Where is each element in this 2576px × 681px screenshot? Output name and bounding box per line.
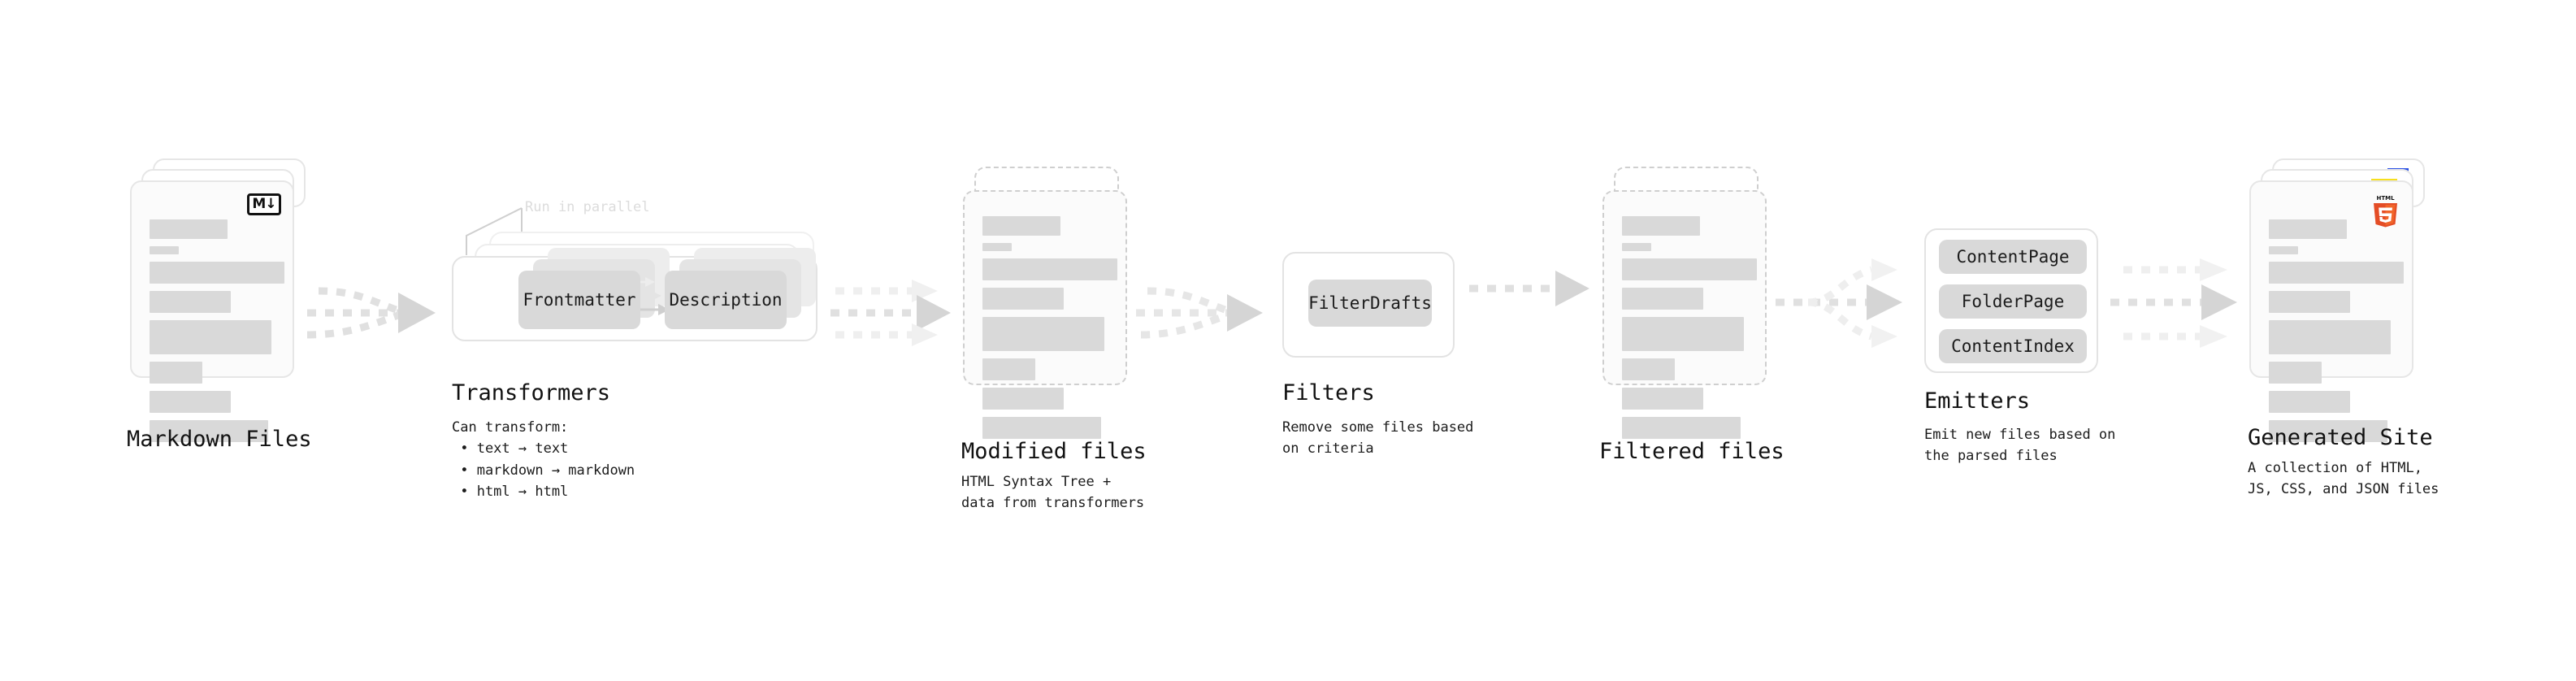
doc-bar: [982, 216, 1060, 236]
connector-transformers-to-modified: [830, 268, 961, 358]
generated-file-body: [2269, 219, 2404, 449]
doc-bar: [982, 288, 1064, 310]
doc-bar: [150, 219, 228, 239]
filters-box: FilterDrafts: [1282, 252, 1455, 358]
doc-bar: [982, 388, 1064, 410]
doc-bar: [150, 291, 231, 313]
doc-bar: [982, 417, 1101, 439]
doc-bar: [982, 243, 1012, 251]
filtered-files-stack: [1602, 167, 1789, 439]
modified-files-stack: [963, 167, 1150, 439]
doc-bar: [982, 358, 1035, 380]
transformer-chip-description[interactable]: Description: [665, 271, 787, 329]
doc-bar: [1622, 288, 1703, 310]
emitters-subcaption: Emit new files based on the parsed files: [1924, 427, 2116, 465]
run-in-parallel-label: Run in parallel: [525, 199, 650, 215]
html5-badge: HTML: [2370, 193, 2400, 228]
filtered-file-front: [1602, 190, 1767, 439]
filters-caption: Filters: [1282, 380, 1375, 406]
connector-filtered-to-emitters: [1776, 244, 1926, 362]
generated-file-front: HTML: [2249, 180, 2413, 442]
transformer-chip-frontmatter[interactable]: Frontmatter: [518, 271, 640, 329]
doc-bar: [1622, 243, 1651, 251]
filters-subcaption: Remove some files based on criteria: [1282, 419, 1474, 458]
doc-bar: [1622, 388, 1703, 410]
modified-file-front: [963, 190, 1127, 439]
emitter-chip-contentindex[interactable]: ContentIndex: [1939, 329, 2087, 363]
emitter-chip-folderpage[interactable]: FolderPage: [1939, 284, 2087, 319]
doc-bar: [150, 391, 231, 413]
doc-bar: [982, 317, 1104, 351]
doc-bar: [2269, 320, 2391, 354]
modified-files-subcaption: HTML Syntax Tree + data from transformer…: [961, 474, 1145, 512]
doc-bar: [2269, 391, 2350, 413]
doc-bar: [2269, 291, 2350, 313]
doc-bar: [2269, 246, 2298, 254]
run-in-parallel-leader: [460, 205, 541, 270]
filtered-file-body: [1622, 216, 1757, 446]
markdown-file-front: M↓: [130, 180, 294, 442]
generated-site-subcaption: A collection of HTML, JS, CSS, and JSON …: [2248, 460, 2439, 498]
filtered-files-caption: Filtered files: [1599, 439, 1785, 464]
doc-bar: [150, 320, 271, 354]
transformers-stack: Frontmatter Description: [452, 232, 817, 362]
connector-modified-to-filters: [1136, 268, 1282, 358]
generated-site-caption: Generated Site: [2248, 425, 2433, 450]
emitters-box: ContentPage FolderPage ContentIndex: [1924, 228, 2098, 373]
doc-bar: [2269, 262, 2404, 284]
doc-bar: [150, 420, 268, 442]
markdown-files-caption: Markdown Files: [127, 427, 312, 452]
doc-bar: [2269, 219, 2347, 239]
doc-bar: [2269, 362, 2322, 384]
connector-markdown-to-transformers: [306, 268, 453, 358]
modified-file-body: [982, 216, 1117, 446]
doc-bar: [1622, 216, 1700, 236]
doc-bar: [2269, 420, 2387, 442]
transformers-caption: Transformers: [452, 380, 611, 406]
doc-bar: [1622, 317, 1744, 351]
connector-emitters-to-site: [2110, 244, 2257, 362]
markdown-files-stack: M↓: [130, 158, 317, 442]
doc-bar: [982, 258, 1117, 280]
markdown-badge: M↓: [247, 193, 281, 215]
doc-bar: [150, 362, 202, 384]
generated-site-stack: CSS HTML: [2249, 158, 2436, 442]
modified-files-caption: Modified files: [961, 439, 1147, 464]
doc-bar: [1622, 417, 1741, 439]
doc-bar: [150, 246, 179, 254]
transformers-subcaption: Can transform: • text → text • markdown …: [452, 419, 635, 501]
doc-bar: [1622, 358, 1675, 380]
emitters-caption: Emitters: [1924, 388, 2031, 414]
markdown-file-body: [150, 219, 284, 449]
doc-bar: [150, 262, 284, 284]
connector-filters-to-filtered: [1469, 268, 1599, 317]
svg-text:HTML: HTML: [2376, 195, 2395, 202]
emitter-chip-contentpage[interactable]: ContentPage: [1939, 240, 2087, 274]
doc-bar: [1622, 258, 1757, 280]
filter-chip-filterdrafts[interactable]: FilterDrafts: [1308, 280, 1432, 327]
